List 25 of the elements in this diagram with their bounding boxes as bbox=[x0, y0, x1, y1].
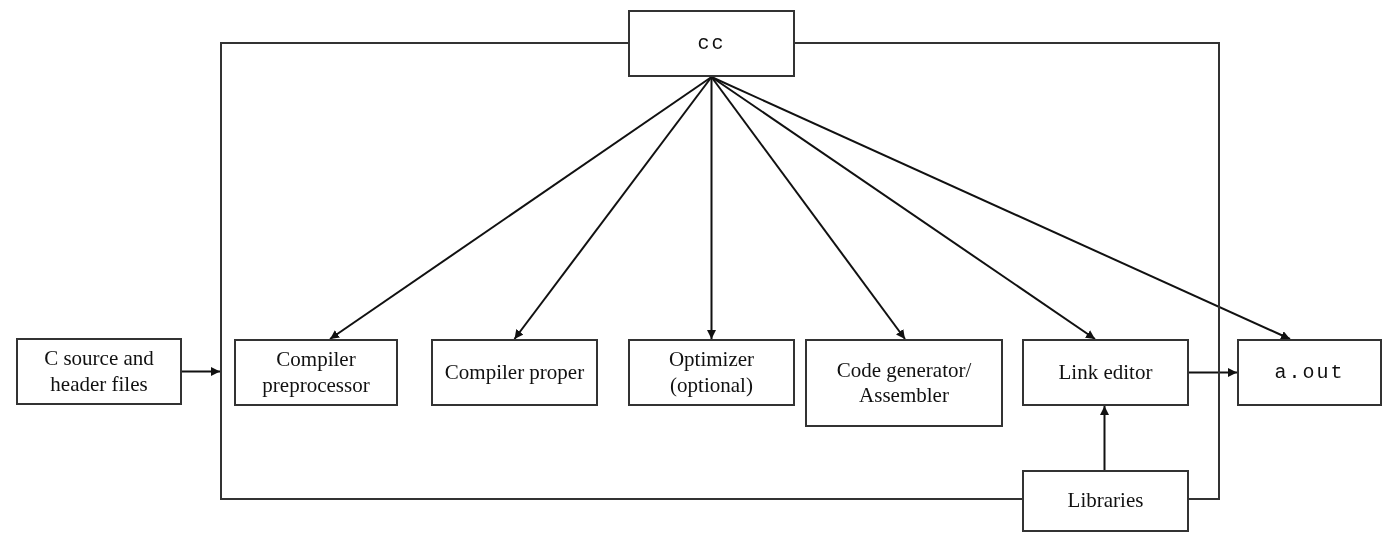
arrow bbox=[707, 76, 716, 340]
node-label: Compiler preprocessor bbox=[261, 347, 371, 398]
arrow bbox=[329, 76, 713, 340]
arrow bbox=[710, 76, 906, 340]
process-box bbox=[1022, 470, 1189, 532]
node-label: Link editor bbox=[1057, 359, 1154, 386]
process-box bbox=[628, 10, 795, 77]
process-box bbox=[16, 338, 182, 405]
node-label: Optimizer (optional) bbox=[667, 347, 756, 398]
process-box bbox=[1237, 339, 1382, 406]
arrow bbox=[181, 367, 221, 376]
node-label: a.out bbox=[1273, 360, 1346, 385]
node-label: Libraries bbox=[1066, 488, 1145, 514]
node-label: C source and header files bbox=[43, 346, 155, 397]
arrow bbox=[513, 76, 713, 340]
arrow bbox=[1188, 368, 1238, 377]
node-label: Code generator/ Assembler bbox=[835, 357, 973, 409]
node-label: cc bbox=[696, 31, 727, 56]
process-box bbox=[1022, 339, 1189, 406]
process-box bbox=[431, 339, 598, 406]
node-label: Compiler proper bbox=[443, 359, 586, 386]
process-box bbox=[805, 339, 1003, 427]
arrow bbox=[1100, 405, 1109, 471]
process-box bbox=[628, 339, 795, 406]
process-box bbox=[234, 339, 398, 406]
